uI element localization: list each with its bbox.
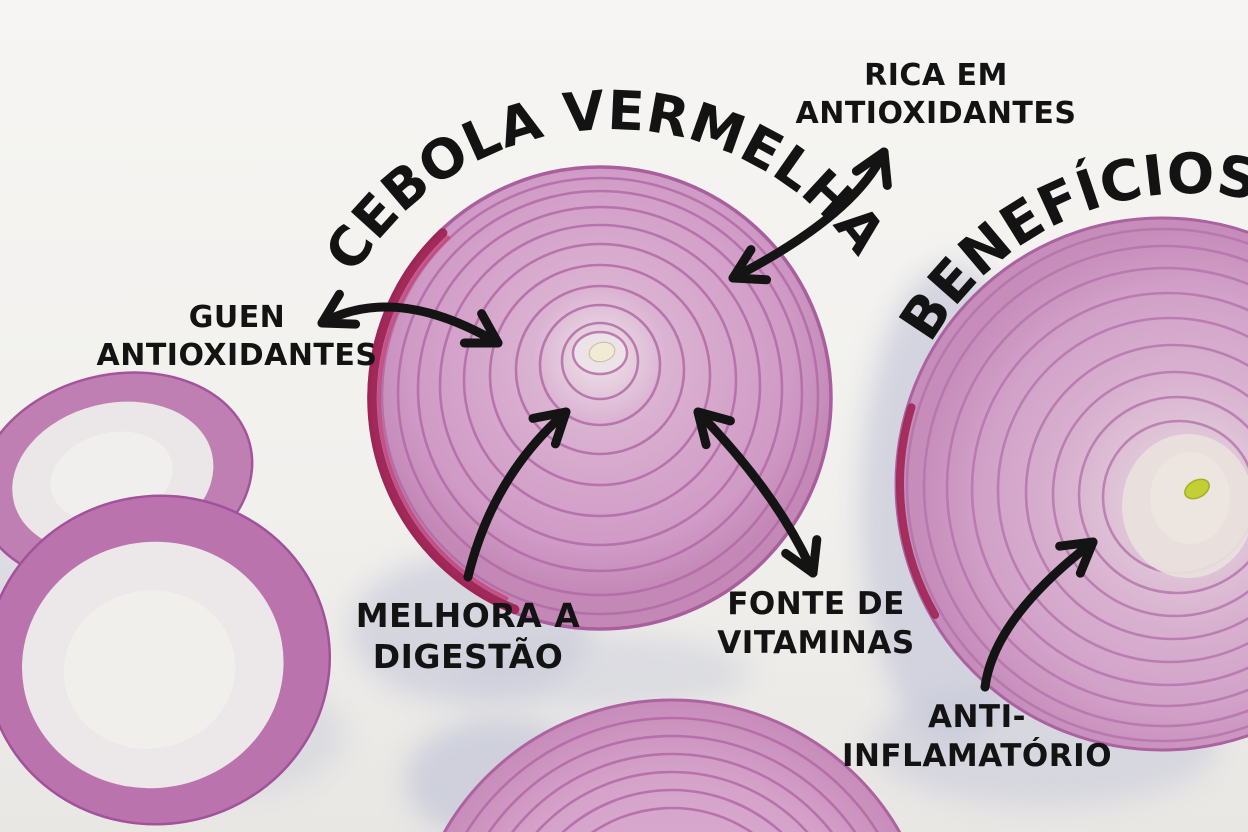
- benefit-line: ANTI-: [928, 699, 1026, 735]
- onion-slice-bottom: [442, 698, 902, 832]
- annotation-arrows: [317, 147, 1098, 692]
- arrow-guen-antioxidantes: [317, 289, 503, 348]
- arrow-rica-em: [728, 147, 892, 285]
- arrow-fonte-vitaminas: [693, 407, 822, 578]
- benefit-label-guen-antioxidantes: GUEN ANTIOXIDANTES: [97, 299, 378, 374]
- benefit-line: DIGESTÃO: [372, 637, 564, 677]
- onion-ring-front: [0, 494, 332, 826]
- benefit-line: FONTE DE: [727, 586, 905, 622]
- benefit-line: GUEN: [188, 300, 286, 335]
- benefit-line: ANTIOXIDANTES: [795, 95, 1077, 131]
- benefit-line: INFLAMATÓRIO: [841, 737, 1113, 774]
- arrow-anti-inflamatorio: [980, 537, 1098, 692]
- benefit-line: ANTIOXIDANTES: [96, 337, 378, 373]
- onion-skin-right: [896, 218, 1248, 750]
- onion-slice-right: [894, 216, 1248, 752]
- benefit-line: RICA EM: [864, 58, 1008, 93]
- onion-seed-right: [1184, 478, 1210, 500]
- benefit-label-fonte-vitaminas: FONTE DE VITAMINAS: [717, 585, 914, 663]
- benefit-label-melhora-digestao: MELHORA A DIGESTÃO: [356, 595, 581, 678]
- benefit-line: MELHORA A: [355, 596, 581, 635]
- benefit-line: VITAMINAS: [717, 624, 915, 661]
- benefit-label-rica-antioxidantes: RICA EM ANTIOXIDANTES: [796, 57, 1077, 132]
- benefit-label-anti-inflamatorio: ANTI- INFLAMATÓRIO: [842, 698, 1112, 776]
- arrow-melhora-digestao: [463, 407, 571, 582]
- onion-seed-main: [588, 341, 616, 363]
